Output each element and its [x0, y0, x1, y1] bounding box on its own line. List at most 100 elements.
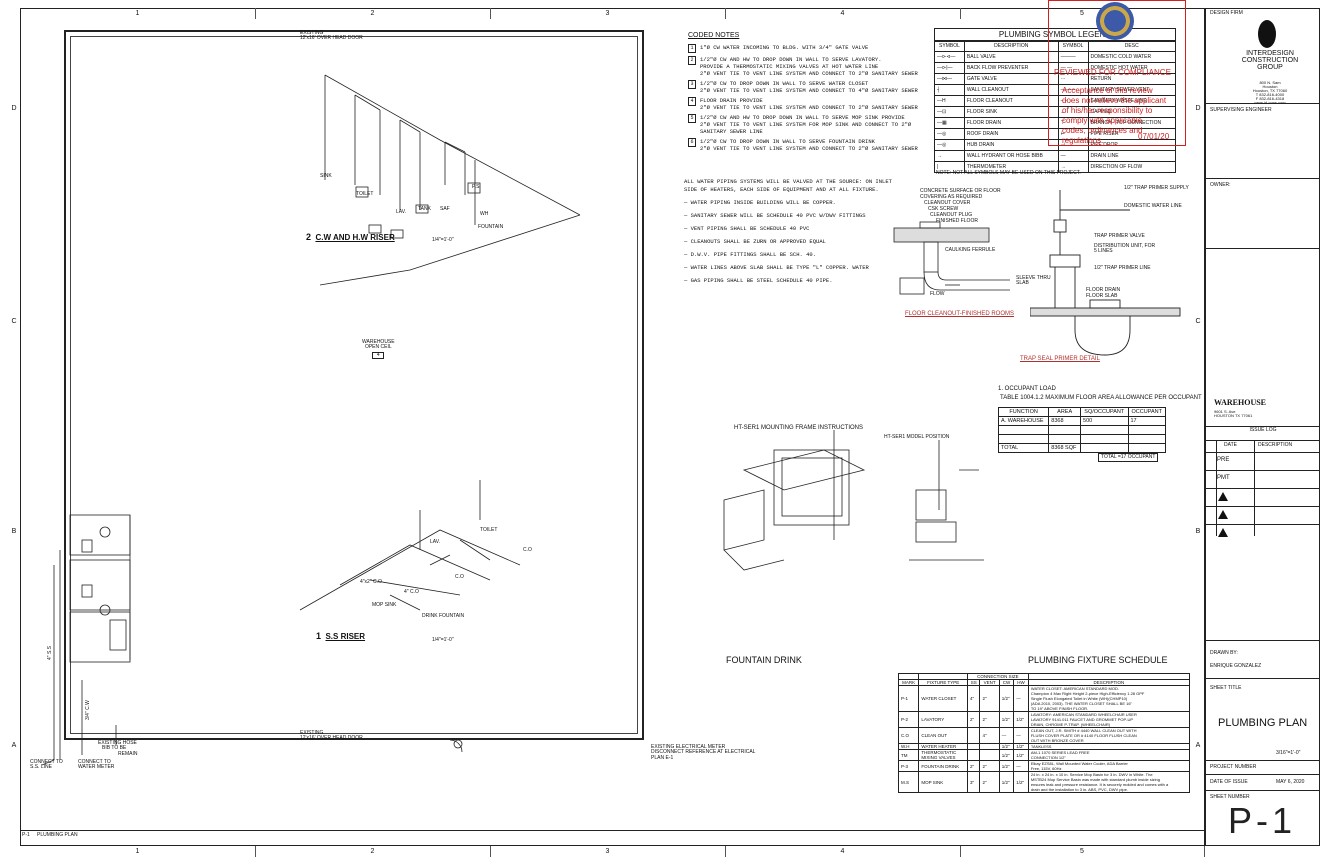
fixture-description-line: CONNECTION 1/2": [1030, 755, 1066, 760]
legend-row: —⋈—GATE VALVE···RETURN: [934, 73, 1176, 85]
coded-note-line: 2"Ø VENT TIE TO VENT LINE SYSTEM AND CON…: [700, 145, 918, 152]
fixture-cell: P-3: [897, 760, 920, 772]
fixture-schedule-title: PLUMBING FIXTURE SCHEDULE: [1028, 655, 1168, 665]
fixture-description-line: MSTB24 Mop Service Basin was made with s…: [1030, 777, 1160, 782]
coded-note-line: SANITARY SEWER LINE: [700, 128, 763, 135]
coded-note-line: 1/2"Ø CW TO DROP DOWN IN WALL TO SERVE W…: [700, 80, 869, 87]
general-notes-list: ALL WATER PIPING SYSTEMS WILL BE VALVED …: [684, 178, 914, 290]
fixture-description-line: TO 19" ABOVE FINISH FLOOR.: [1030, 706, 1089, 711]
drawn-by: ENRIQUE GONZALEZ: [1210, 663, 1262, 669]
legend-note: NOTE: NOT ALL SYMBOLS MAY BE USED ON THI…: [936, 170, 1081, 176]
issue-row: 2: [1206, 506, 1320, 524]
riser-cw-label-toilet: TOILET: [356, 191, 374, 197]
occupant-header: SQ/OCCUPANT: [1080, 407, 1129, 417]
coded-note-number: 2: [688, 56, 696, 65]
riser-cw-label-fountain: FOUNTAIN: [478, 224, 504, 230]
riser-ss-label-mop-sink: MOP SINK: [372, 602, 397, 608]
city-seal-icon: [1096, 2, 1134, 40]
occupant-cell: [1048, 434, 1082, 444]
revision-triangle-icon: 2: [1218, 510, 1228, 519]
flow-label: FLOW: [930, 291, 945, 297]
grid-row-left-D: D: [11, 105, 17, 112]
trap-label-domestic: DOMESTIC WATER LINE: [1124, 203, 1182, 209]
revision-triangle-icon: 1: [1218, 492, 1228, 501]
occupant-cell: 17: [1127, 416, 1166, 426]
coded-note-line: FLOOR DRAIN PROVIDE: [700, 97, 763, 104]
fixture-cell: C.O: [897, 727, 920, 744]
coded-note-text: 1/2"Ø CW TO DROP DOWN IN WALL TO SERVE F…: [700, 138, 918, 152]
project-name: WAREHOUSE: [1214, 398, 1267, 407]
legend-header: SYMBOL: [934, 40, 965, 52]
legend-symbol: —H: [934, 95, 965, 107]
fixture-cell: —: [1013, 685, 1029, 712]
occupant-cell: 8368: [1048, 416, 1082, 426]
coded-note-number: 6: [688, 138, 696, 147]
issue-row-label: PMT: [1217, 475, 1230, 481]
issue-row: PMT: [1206, 470, 1320, 488]
legend-symbol: —⋈—: [934, 73, 965, 85]
occupant-cell: [1048, 425, 1082, 435]
coded-note-number: 5: [688, 114, 696, 123]
review-stamp: [1048, 0, 1186, 146]
legend-row: —⊳⊲—BALL VALVE———DOMESTIC COLD WATER: [934, 51, 1176, 63]
fixture-description-line: Free, 115V, 60Hz: [1030, 766, 1062, 771]
riser-cw-scale: 1/4"=1'-0": [432, 237, 454, 243]
project-number-label: PROJECT NUMBER: [1210, 764, 1257, 770]
legend-row: —⊳|—BACK FLOW PREVENTER— —DOMESTIC HOT W…: [934, 62, 1176, 74]
grid-row-left-A: A: [11, 742, 17, 749]
sheet-scale: 3/16"=1'-0": [1276, 750, 1301, 756]
riser-cw-number: 2: [306, 232, 312, 242]
trap-label-valve: TRAP PRIMER VALVE: [1094, 233, 1145, 239]
fixture-cell: 1/2": [998, 760, 1015, 772]
caulking-ferrule-label: CAULKING FERRULE: [945, 247, 996, 253]
fixture-cell: [979, 749, 1000, 761]
mounting-title: HT-SER1 MOUNTING FRAME INSTRUCTIONS: [734, 425, 864, 431]
fixture-description-line: Champion 4 Max Right Height 2-piece High…: [1030, 691, 1145, 696]
issue-log-rows: PREPMT123: [1206, 452, 1320, 542]
footer-sheet-ref: P-1: [22, 832, 30, 838]
grid-col-bottom-2: 2: [255, 846, 491, 857]
occupant-row: [997, 425, 1166, 435]
fixture-description-line: Single Flush Elongated Toilet in White (…: [1030, 696, 1128, 701]
riser-ss-label-co-1: C.O: [523, 547, 532, 553]
riser-ss-title-group: 1 S.S RISER: [316, 627, 365, 644]
legend-row: |THERMOMETER→DIRECTION OF FLOW: [934, 161, 1176, 173]
mounting-frame-drawing: [723, 430, 984, 571]
fixture-cell: CLEAN OUT: [918, 727, 969, 744]
coded-note-number: 3: [688, 80, 696, 89]
coded-note-line: 2"Ø VENT TIE TO VENT LINE SYSTEM AND CON…: [700, 70, 918, 77]
stamp-line: does not relieve the applicant: [1062, 96, 1167, 105]
sheet-number-label: SHEET NUMBER: [1210, 794, 1250, 800]
mounting-side-title: HT-SER1 MODEL POSITION: [884, 434, 950, 440]
fixture-description-line: LAVATORY: AMERICAN STANDARD WHEELCHAIR U…: [1030, 712, 1137, 717]
fixture-cell: —: [998, 727, 1015, 744]
fixture-description-line: DRAIN, CHROME P-TRAP. (WHEELCHAIR): [1030, 722, 1111, 727]
riser-cw-title-group: 2 C.W AND H.W RISER: [306, 228, 395, 245]
grid-row-right-D: D: [1195, 105, 1201, 112]
legend-symbol: —⊳⊲—: [934, 51, 965, 63]
coded-note-line: 1/2"Ø CW AND HW TO DROP DOWN IN WALL TO …: [700, 114, 905, 121]
general-note: — WATER PIPING INSIDE BUILDING WILL BE C…: [684, 199, 836, 206]
legend-description: WALL CLEANOUT: [963, 84, 1059, 96]
fixture-cell: 1/2": [998, 771, 1015, 793]
legend-description: FLOOR SINK: [963, 106, 1059, 118]
fixture-description-line: TANKLESS: [1030, 744, 1052, 749]
fixture-description-line: OUT WITH BRONZE COVER: [1030, 738, 1084, 743]
fixture-cell: 3": [966, 771, 981, 793]
riser-ss-scale: 1/4"=1'-0": [432, 637, 454, 643]
general-note: — CLEANOUTS SHALL BE ZURN OR APPROVED EQ…: [684, 238, 826, 245]
occupant-cell: [997, 434, 1050, 444]
